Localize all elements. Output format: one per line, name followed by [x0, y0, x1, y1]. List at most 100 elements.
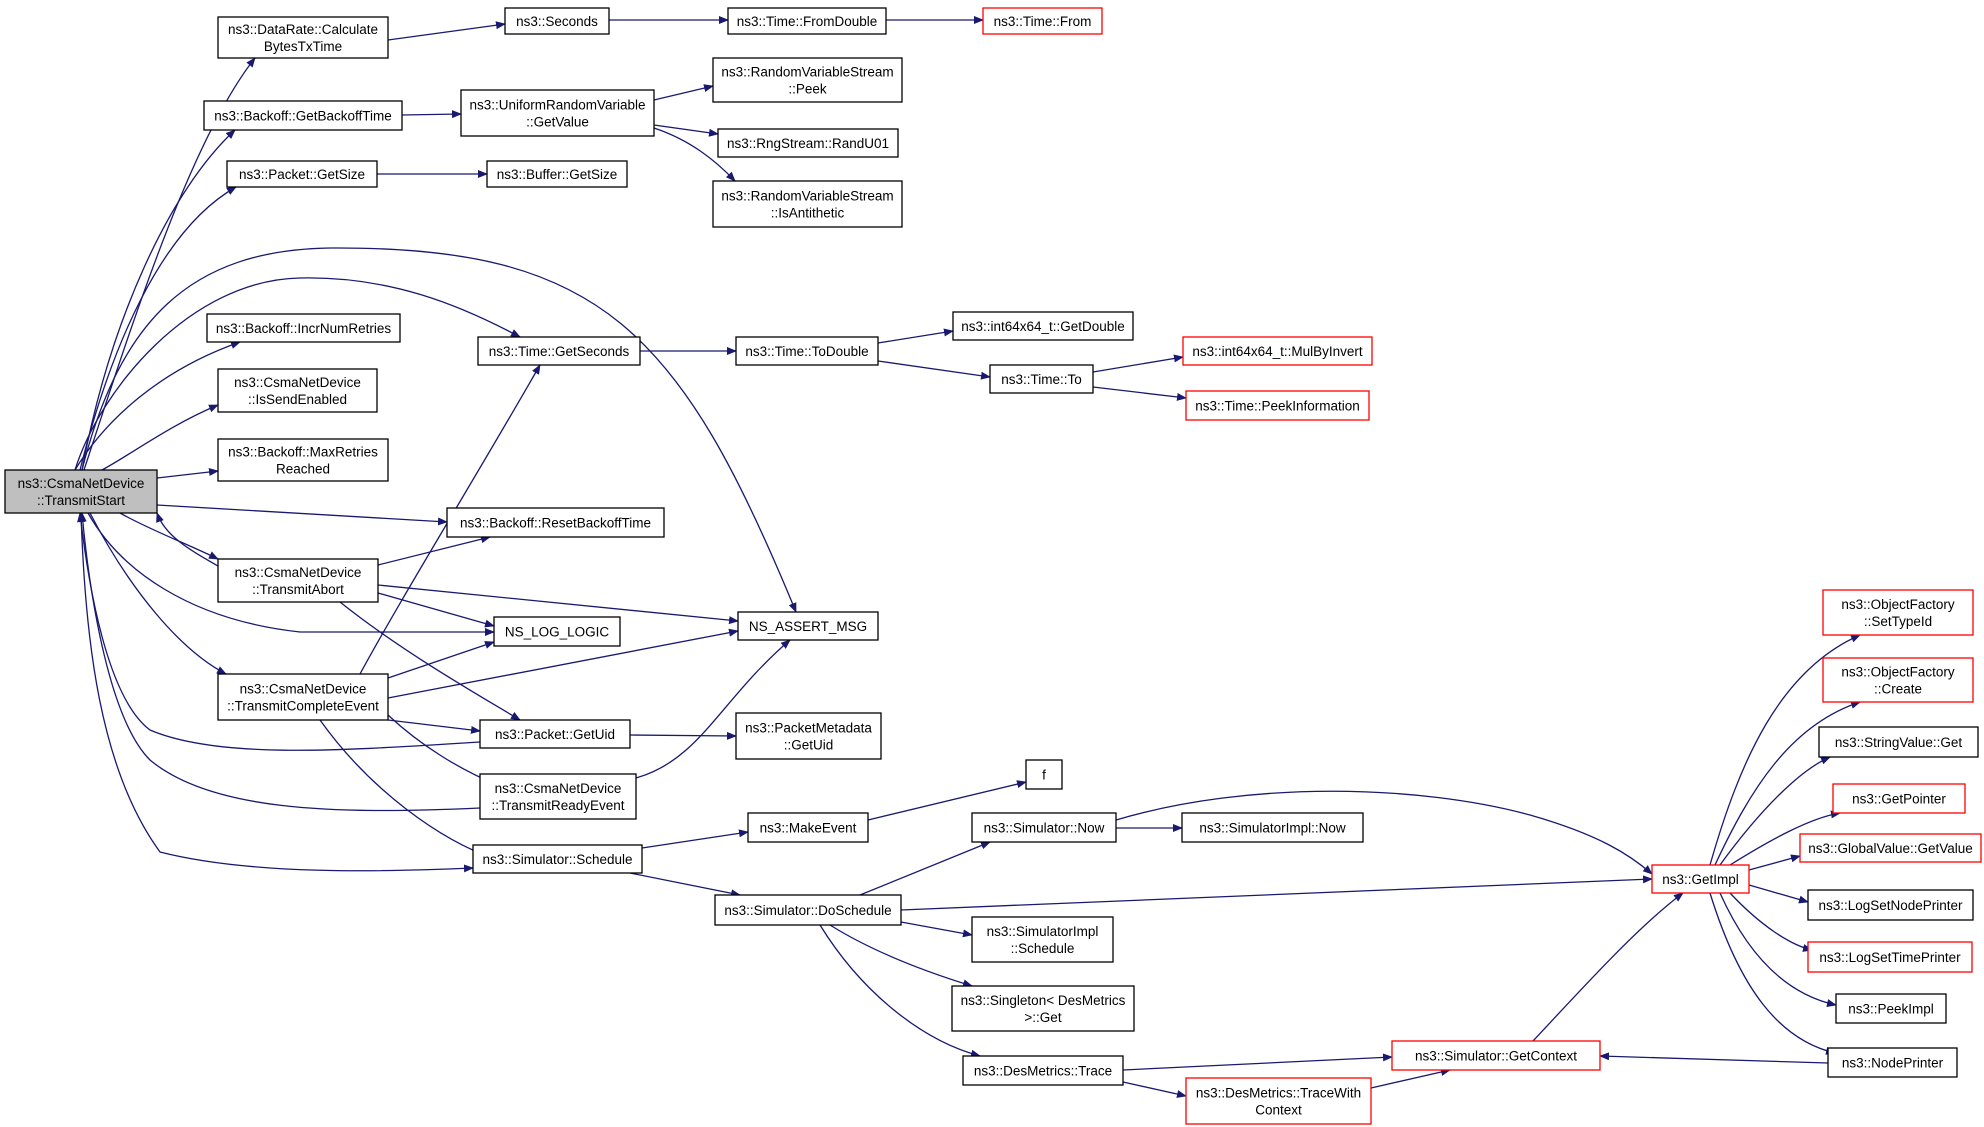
edge-ready-to-nsassert — [635, 639, 791, 779]
node-ready[interactable]: ns3::CsmaNetDevice::TransmitReadyEvent — [479, 773, 637, 820]
node-timeto[interactable]: ns3::Time::To — [989, 364, 1094, 394]
node-rand01[interactable]: ns3::RngStream::RandU01 — [717, 128, 899, 158]
edge-schedule-to-dosched — [629, 872, 741, 898]
node-dosched[interactable]: ns3::Simulator::DoSchedule — [714, 894, 902, 926]
node-box — [727, 7, 887, 35]
edge-urv-to-isanti — [653, 127, 736, 182]
node-logtime[interactable]: ns3::LogSetTimePrinter — [1807, 941, 1973, 973]
node-gvget[interactable]: ns3::GlobalValue::GetValue — [1799, 833, 1982, 863]
node-singleton[interactable]: ns3::Singleton< DesMetrics>::Get — [951, 985, 1135, 1032]
node-urv[interactable]: ns3::UniformRandomVariable::GetValue — [460, 89, 655, 137]
node-label: ns3::Packet::GetSize — [239, 167, 365, 182]
node-label: ns3::Simulator::Now — [984, 821, 1105, 836]
node-mulbyinv[interactable]: ns3::int64x64_t::MulByInvert — [1182, 336, 1373, 366]
edge-root-to-maxret — [156, 468, 219, 479]
node-box — [962, 1055, 1124, 1086]
node-label: ns3::Buffer::GetSize — [497, 167, 618, 182]
node-label: ns3::DesMetrics::TraceWith — [1196, 1086, 1361, 1101]
node-box — [477, 336, 641, 366]
node-label: ns3::LogSetTimePrinter — [1819, 950, 1961, 965]
node-nodeprinter[interactable]: ns3::NodePrinter — [1827, 1047, 1958, 1078]
node-box — [1391, 1040, 1601, 1071]
node-box — [217, 673, 389, 721]
node-box — [4, 469, 158, 514]
node-getsec[interactable]: ns3::Time::GetSeconds — [477, 336, 641, 366]
node-incr[interactable]: ns3::Backoff::IncrNumRetries — [206, 313, 401, 343]
node-box — [1182, 336, 1373, 366]
edge-getimpl-to-create — [1714, 701, 1861, 866]
edge-nodeprinter-to-getctx — [1599, 1052, 1829, 1064]
node-box — [217, 368, 378, 413]
edge-abort-to-getuid — [339, 601, 521, 721]
node-i64getdouble[interactable]: ns3::int64x64_t::GetDouble — [952, 311, 1134, 341]
node-box — [1807, 941, 1973, 973]
node-root[interactable]: ns3::CsmaNetDevice::TransmitStart — [4, 469, 158, 514]
node-resetbo[interactable]: ns3::Backoff::ResetBackoffTime — [446, 507, 665, 538]
node-label: ns3::Time::From — [994, 14, 1092, 29]
node-bufsize[interactable]: ns3::Buffer::GetSize — [486, 160, 628, 188]
node-label: ns3::CsmaNetDevice — [234, 375, 361, 390]
edge-getimpl-to-strget — [1719, 756, 1831, 866]
node-getbackoff[interactable]: ns3::Backoff::GetBackoffTime — [203, 100, 403, 131]
node-makeevent[interactable]: ns3::MakeEvent — [747, 812, 869, 843]
node-box — [1822, 589, 1974, 636]
edge-schedule-to-makeevent — [641, 829, 749, 849]
node-box — [712, 180, 903, 228]
node-rvspeek[interactable]: ns3::RandomVariableStream::Peek — [712, 57, 903, 103]
node-label: ns3::Time::GetSeconds — [489, 344, 630, 359]
node-todouble[interactable]: ns3::Time::ToDouble — [735, 336, 879, 366]
node-getctx[interactable]: ns3::Simulator::GetContext — [1391, 1040, 1601, 1071]
edge-urv-to-rand01 — [653, 124, 719, 137]
node-schedule[interactable]: ns3::Simulator::Schedule — [472, 844, 643, 874]
edge-complete-to-nsassert — [387, 628, 739, 699]
node-strget[interactable]: ns3::StringValue::Get — [1818, 726, 1979, 758]
node-fromdouble[interactable]: ns3::Time::FromDouble — [727, 7, 887, 35]
node-seconds[interactable]: ns3::Seconds — [504, 7, 610, 35]
call-nodes: ns3::CsmaNetDevice::TransmitStart ns3::Da… — [4, 7, 1982, 1125]
node-box — [1181, 812, 1364, 843]
edge-getimpl-to-peekimpl — [1719, 892, 1837, 1007]
node-label: ns3::Backoff::MaxRetries — [228, 445, 378, 460]
node-getuid[interactable]: ns3::Packet::GetUid — [479, 719, 631, 749]
node-box — [717, 128, 899, 158]
node-simnow[interactable]: ns3::Simulator::Now — [971, 812, 1117, 843]
node-trace[interactable]: ns3::DesMetrics::Trace — [962, 1055, 1124, 1086]
node-f[interactable]: f — [1025, 759, 1063, 790]
node-box — [952, 311, 1134, 341]
node-label: ::TransmitCompleteEvent — [227, 699, 379, 714]
node-peekimpl[interactable]: ns3::PeekImpl — [1835, 993, 1947, 1024]
node-peekinfo[interactable]: ns3::Time::PeekInformation — [1185, 390, 1370, 421]
node-box — [1799, 833, 1982, 863]
node-pktsize[interactable]: ns3::Packet::GetSize — [226, 160, 378, 188]
node-label: Context — [1255, 1103, 1302, 1118]
edge-dosched-to-simnow — [859, 841, 991, 896]
node-label: ns3::Time::PeekInformation — [1195, 399, 1360, 414]
node-pmgetuid[interactable]: ns3::PacketMetadata::GetUid — [735, 712, 882, 760]
node-box — [737, 611, 879, 641]
node-from[interactable]: ns3::Time::From — [982, 7, 1103, 35]
node-isanti[interactable]: ns3::RandomVariableStream::IsAntithetic — [712, 180, 903, 228]
node-label: >::Get — [1024, 1010, 1061, 1025]
node-issend[interactable]: ns3::CsmaNetDevice::IsSendEnabled — [217, 368, 378, 413]
node-nslog[interactable]: NS_LOG_LOGIC — [493, 616, 621, 647]
node-label: ns3::Seconds — [516, 14, 598, 29]
node-abort[interactable]: ns3::CsmaNetDevice::TransmitAbort — [217, 558, 379, 603]
node-implsched[interactable]: ns3::SimulatorImpl::Schedule — [971, 916, 1114, 963]
node-settypeid[interactable]: ns3::ObjectFactory::SetTypeId — [1822, 589, 1974, 636]
node-lognode[interactable]: ns3::LogSetNodePrinter — [1807, 889, 1974, 921]
edge-dosched-to-trace — [819, 924, 981, 1058]
node-nsassert[interactable]: NS_ASSERT_MSG — [737, 611, 879, 641]
node-label: ns3::int64x64_t::MulByInvert — [1192, 344, 1363, 359]
node-create[interactable]: ns3::ObjectFactory::Create — [1822, 657, 1974, 703]
edge-todouble-to-timeto — [877, 360, 991, 380]
node-complete[interactable]: ns3::CsmaNetDevice::TransmitCompleteEven… — [217, 673, 389, 721]
node-box — [479, 773, 637, 820]
node-implnow[interactable]: ns3::SimulatorImpl::Now — [1181, 812, 1364, 843]
node-box — [446, 507, 665, 538]
node-getimpl[interactable]: ns3::GetImpl — [1651, 864, 1750, 894]
node-label: ns3::Time::To — [1001, 372, 1082, 387]
node-getptr[interactable]: ns3::GetPointer — [1832, 783, 1966, 814]
